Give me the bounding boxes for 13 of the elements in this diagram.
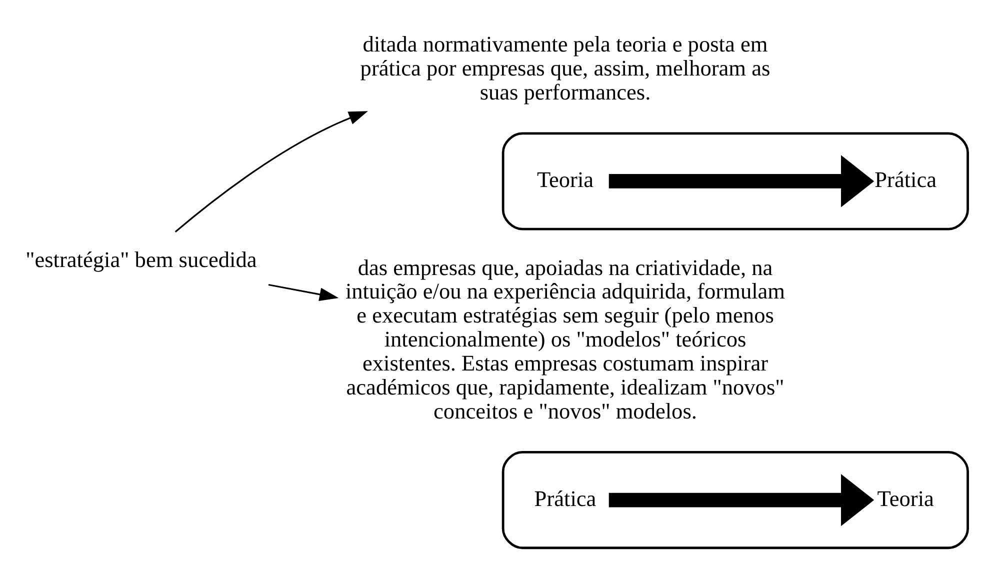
arrow bbox=[608, 155, 874, 208]
node-text: das empresas que, apoiadas na criatividade, na intuição e/ou na experiência adquirida, formulam e executam estratégias sem seguir (pelo menos intencionalmente) os "modelos" teóricos existentes. Estas empresas costumam inspirar académicos que, rapidamente, idealizam "novos" conceitos e "novos" modelos. bbox=[345, 254, 786, 424]
arrow bbox=[608, 474, 874, 526]
arrow bbox=[174, 111, 368, 232]
node-text: Prática bbox=[534, 486, 596, 511]
cluster bbox=[502, 132, 969, 230]
node-text: "estratégia" bem sucedida bbox=[26, 246, 257, 272]
node-text: Teoria bbox=[877, 486, 934, 511]
node-text: Prática bbox=[874, 167, 937, 192]
node-text: ditada normativamente pela teoria e posta em prática por empresas que, assim, melhoram as suas performances. bbox=[360, 32, 770, 104]
node-text: Teoria bbox=[536, 167, 594, 192]
arrow bbox=[268, 284, 339, 302]
cluster bbox=[502, 451, 969, 550]
